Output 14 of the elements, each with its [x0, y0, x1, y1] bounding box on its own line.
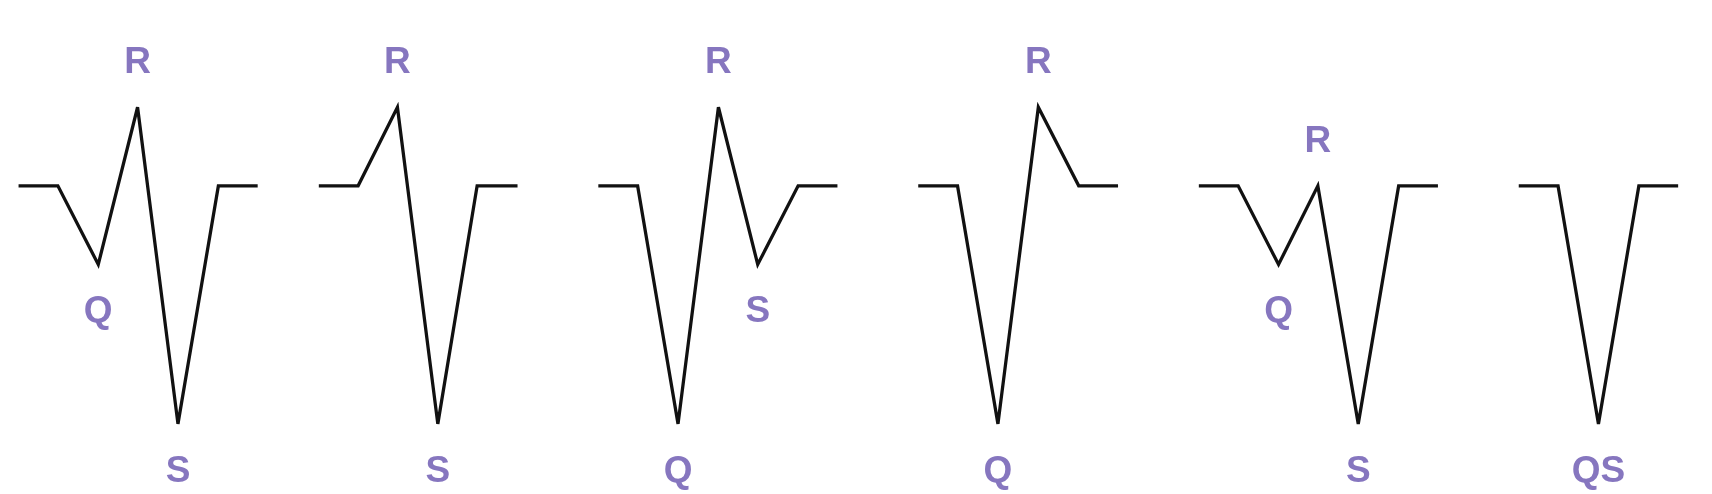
wave-label: R	[384, 41, 411, 79]
wave-label: Q	[663, 451, 693, 488]
wave-label: S	[165, 451, 191, 488]
wave-label: R	[1304, 120, 1332, 158]
wave-label: R	[1024, 41, 1052, 79]
wave-label: Q	[983, 451, 1013, 488]
wave-label: S	[425, 451, 451, 488]
wave-label: Q	[1264, 290, 1293, 328]
wave-label: R	[124, 41, 151, 79]
wave-label: QS	[1571, 451, 1626, 488]
wave-label: Q	[83, 290, 113, 328]
wave-label: S	[745, 290, 771, 328]
wave-label: S	[1345, 451, 1371, 488]
wave-label: R	[705, 41, 732, 79]
